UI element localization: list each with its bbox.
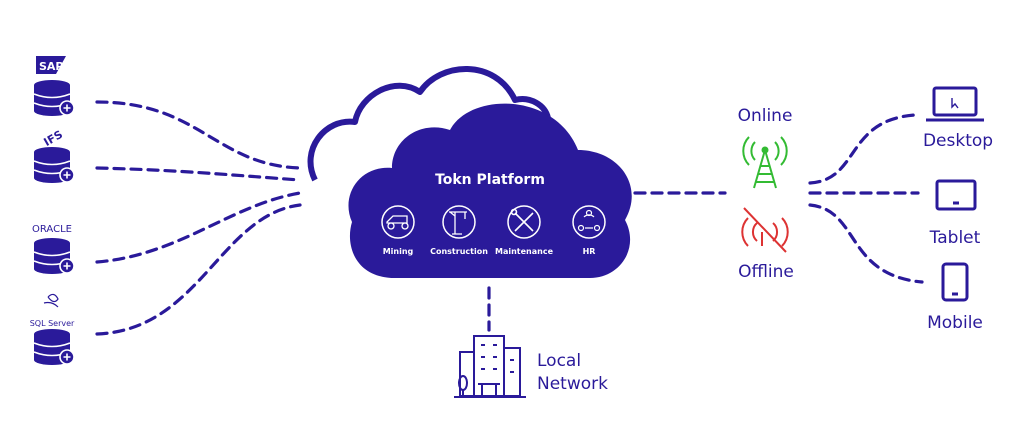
sap-database: SAP bbox=[33, 56, 75, 116]
connector-desktop bbox=[808, 113, 917, 185]
cloud-shape bbox=[348, 103, 632, 278]
device-label: Desktop bbox=[923, 131, 993, 151]
mobile-icon bbox=[941, 262, 969, 302]
category-label: Construction bbox=[430, 247, 488, 256]
device-mobile: Mobile bbox=[927, 262, 983, 333]
local-network-label-line1: Local bbox=[537, 351, 581, 371]
offline-label: Offline bbox=[738, 262, 794, 282]
oracle-logo-text: ORACLE bbox=[32, 224, 72, 235]
source-connectors bbox=[95, 100, 302, 336]
ifs-logo-icon: IFS bbox=[40, 126, 66, 149]
crane-icon bbox=[449, 211, 467, 235]
category-hr: HR bbox=[572, 205, 606, 256]
device-tablet: Tablet bbox=[929, 179, 981, 248]
device-connectors bbox=[808, 113, 924, 284]
laptop-icon bbox=[926, 86, 984, 122]
add-icon bbox=[59, 167, 75, 183]
tokn-platform-cloud: Tokn Platform Mining Construction bbox=[348, 103, 632, 278]
sources: SAP IFS bbox=[30, 56, 75, 365]
ifs-database: IFS bbox=[33, 126, 75, 183]
cloud-outline bbox=[307, 66, 551, 182]
mining-truck-icon bbox=[386, 215, 409, 230]
sqlserver-database: SQL Server bbox=[30, 293, 75, 365]
tools-icon bbox=[510, 208, 534, 232]
people-icon bbox=[577, 209, 601, 232]
device-desktop: Desktop bbox=[923, 86, 993, 151]
connector-oracle bbox=[95, 191, 302, 264]
antenna-offline-icon bbox=[741, 207, 789, 253]
antenna-online-icon bbox=[742, 136, 788, 189]
online-label: Online bbox=[738, 106, 793, 126]
tablet-icon bbox=[935, 179, 977, 211]
add-icon bbox=[59, 100, 75, 116]
category-maintenance: Maintenance bbox=[495, 205, 554, 256]
local-network-label-line2: Network bbox=[537, 374, 608, 394]
category-construction: Construction bbox=[430, 205, 488, 256]
connector-sqlserver bbox=[95, 203, 302, 336]
category-label: Mining bbox=[383, 247, 414, 256]
device-label: Tablet bbox=[929, 228, 981, 248]
sql-server-logo-text: SQL Server bbox=[30, 319, 75, 328]
sap-logo-text: SAP bbox=[39, 60, 64, 73]
device-label: Mobile bbox=[927, 313, 983, 333]
building-icon bbox=[454, 335, 526, 398]
connector-mobile bbox=[808, 203, 924, 284]
sap-logo-icon bbox=[36, 56, 66, 74]
connector-ifs bbox=[95, 166, 302, 182]
category-mining: Mining bbox=[381, 205, 415, 256]
connector-sap bbox=[95, 100, 302, 170]
sql-server-logo-icon bbox=[43, 293, 59, 308]
oracle-database: ORACLE bbox=[32, 224, 75, 274]
category-label: HR bbox=[583, 247, 596, 256]
platform-title: Tokn Platform bbox=[435, 172, 545, 188]
category-label: Maintenance bbox=[495, 247, 554, 256]
add-icon bbox=[59, 258, 75, 274]
add-icon bbox=[59, 349, 75, 365]
